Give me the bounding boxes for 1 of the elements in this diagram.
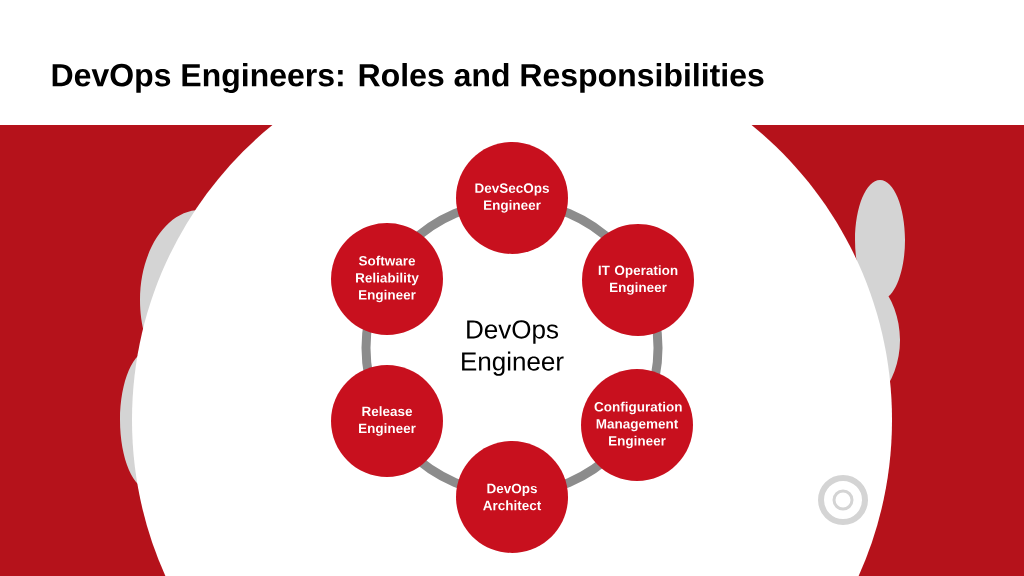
title: DevOps Engineers: Roles and Responsibilities	[52, 63, 764, 93]
